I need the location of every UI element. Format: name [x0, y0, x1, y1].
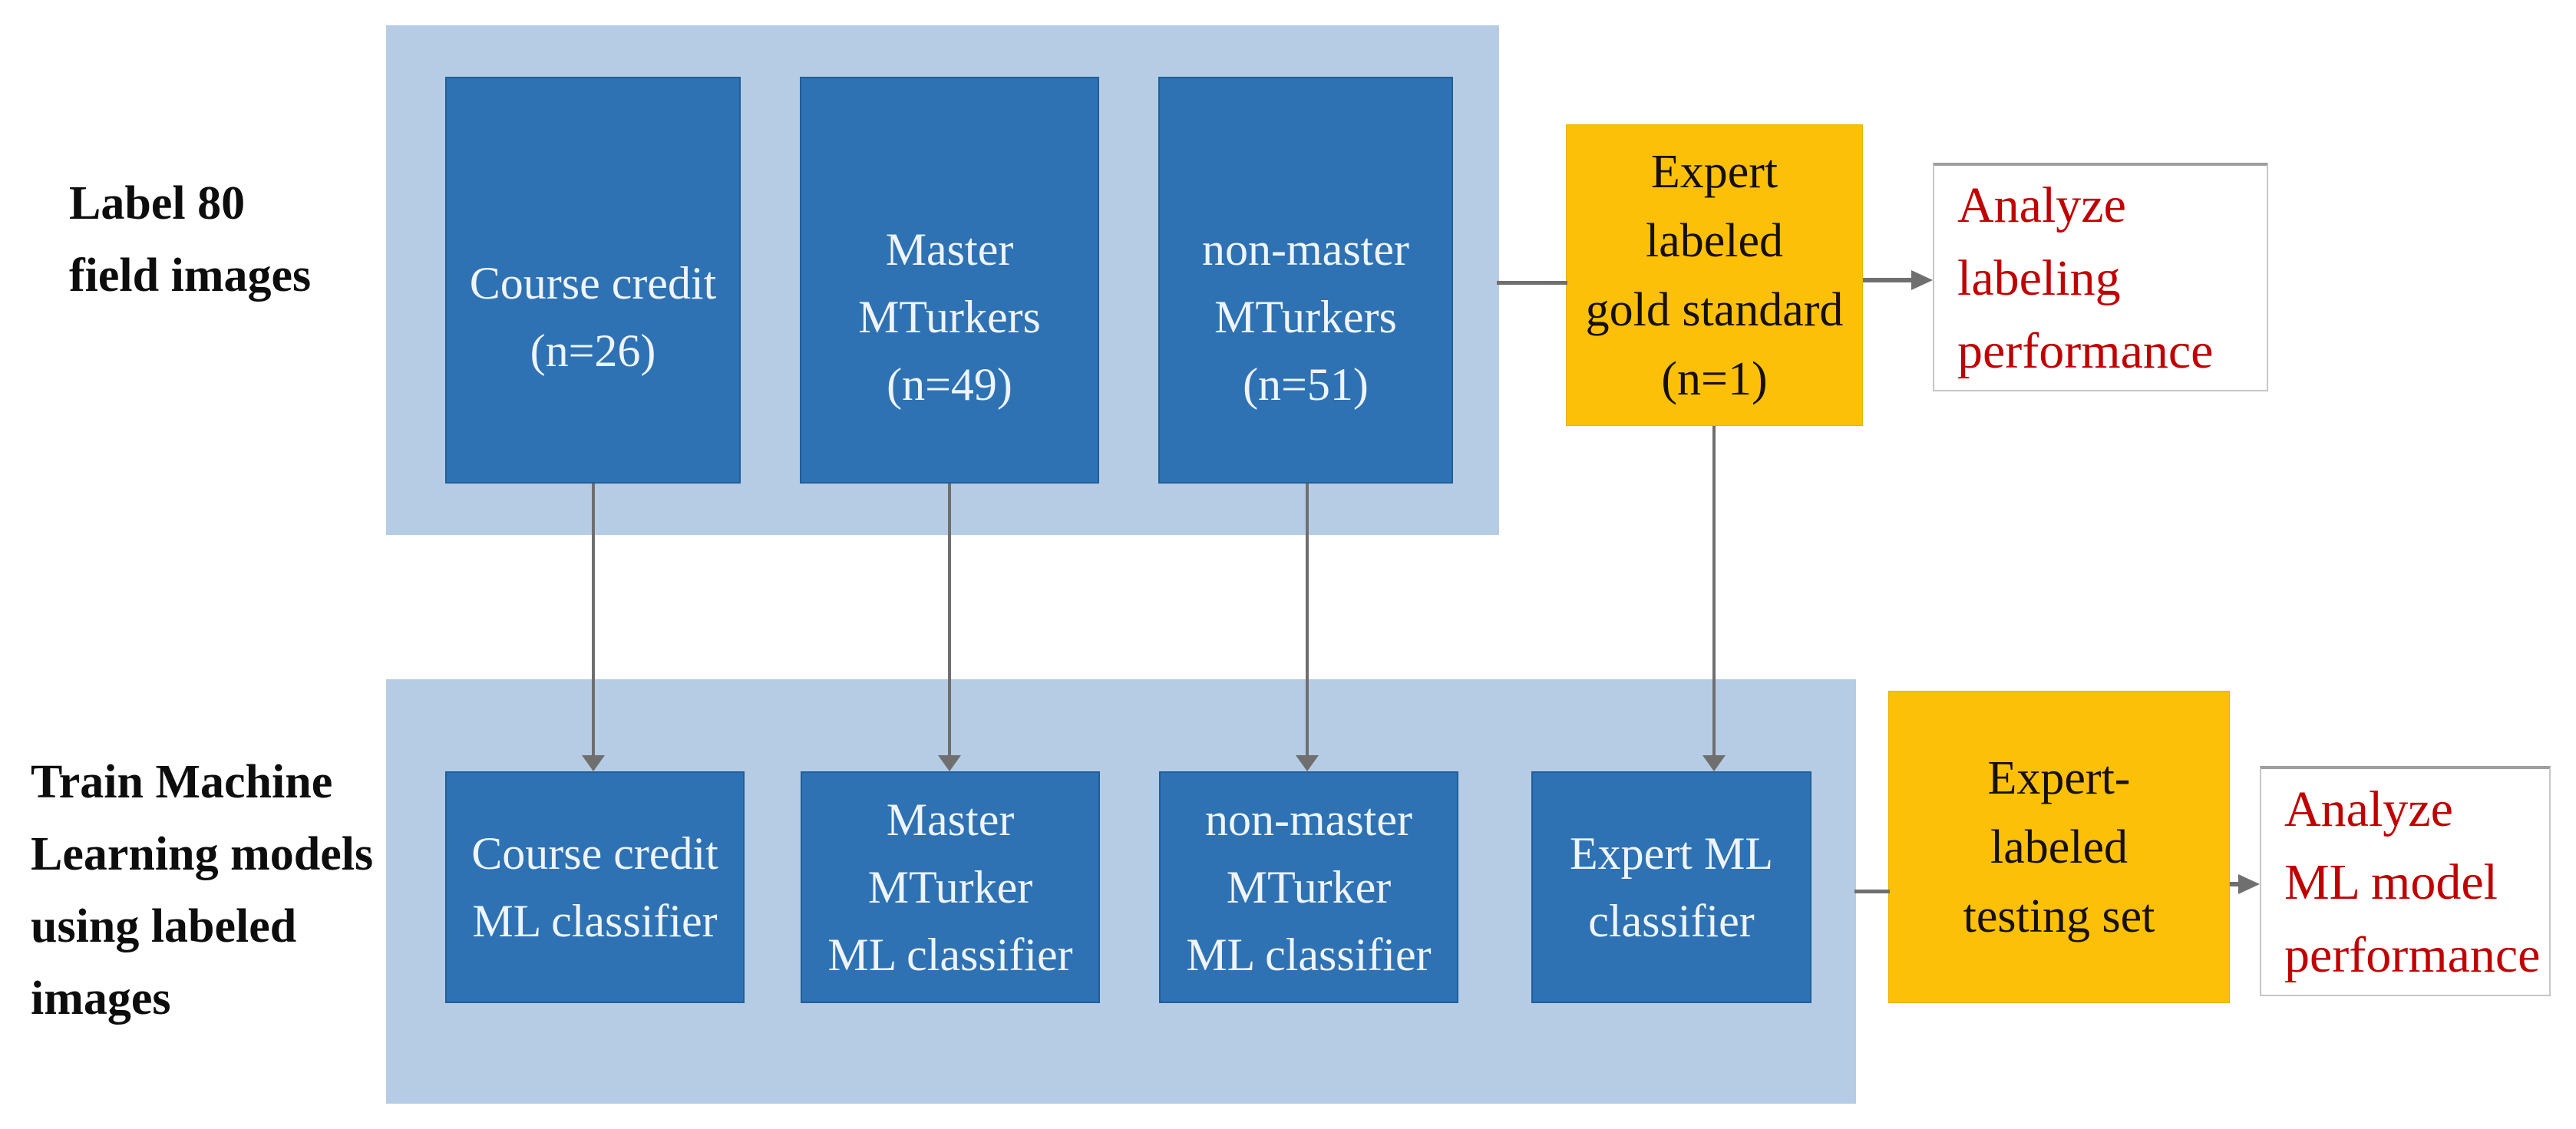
arrow-non-master-head: [1296, 755, 1319, 771]
arrow-gold-to-expert-ml-line: [1712, 426, 1716, 757]
expert-gold-standard-box: Expert labeled gold standard (n=1): [1566, 124, 1863, 426]
stage-label-training: Train Machine Learning models using labe…: [31, 756, 374, 1025]
stage-label-labeling: Label 80 field images: [69, 177, 312, 302]
arrow-master-line: [948, 484, 951, 757]
arrow-testing-to-ml-analysis-shaft: [2230, 882, 2241, 886]
arrow-gold-to-labeling-analysis-head: [1911, 270, 1933, 290]
expert-ml-classifier-box: Expert ML classifier: [1531, 771, 1811, 1003]
analyze-labeling-performance-box: Analyze labeling performance: [1933, 163, 2268, 391]
arrow-course-credit-line: [592, 484, 595, 757]
non-master-mturkers-box: non-master MTurkers (n=51): [1158, 77, 1453, 484]
course-credit-ml-classifier-box: Course credit ML classifier: [445, 771, 745, 1003]
analyze-ml-model-performance-box: Analyze ML model performance: [2260, 766, 2551, 996]
master-mturker-ml-classifier-box: Master MTurker ML classifier: [801, 771, 1100, 1003]
arrow-non-master-line: [1306, 484, 1309, 757]
course-credit-box: Course credit (n=26): [445, 77, 741, 484]
arrow-gold-to-labeling-analysis-shaft: [1863, 278, 1912, 282]
arrow-course-credit-head: [582, 755, 605, 771]
non-master-mturker-ml-classifier-box: non-master MTurker ML classifier: [1159, 771, 1458, 1003]
connector-classifiers-to-testing-set: [1854, 890, 1890, 893]
master-mturkers-box: Master MTurkers (n=49): [800, 77, 1099, 484]
arrow-master-head: [938, 755, 961, 771]
expert-labeled-testing-set-box: Expert- labeled testing set: [1888, 691, 2230, 1003]
arrow-testing-to-ml-analysis-head: [2238, 874, 2260, 894]
connector-workers-to-gold: [1497, 281, 1567, 285]
arrow-gold-to-expert-ml-head: [1702, 755, 1726, 771]
